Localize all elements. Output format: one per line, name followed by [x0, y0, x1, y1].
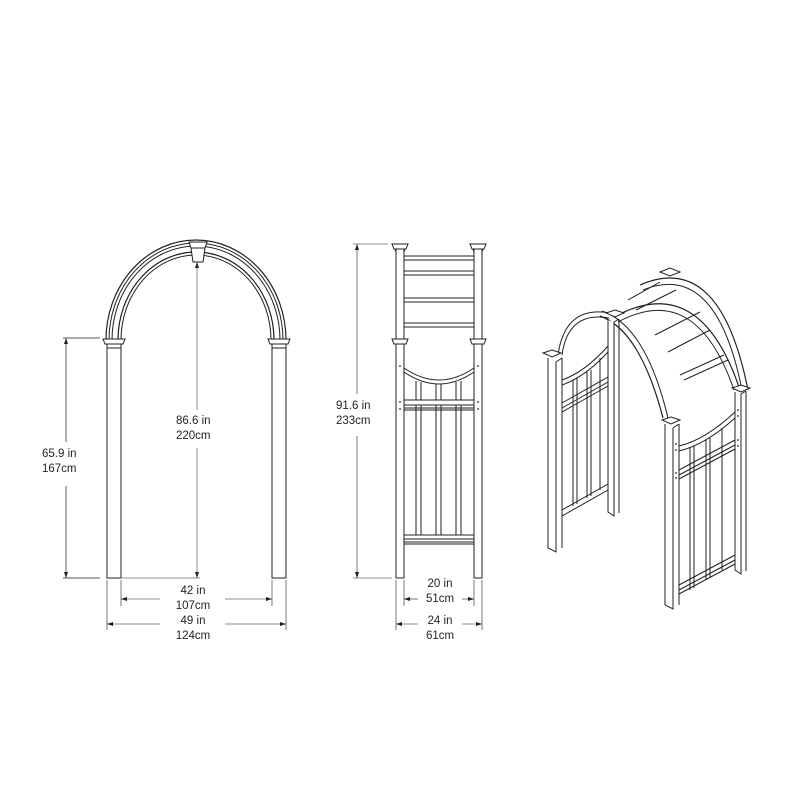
front-outer-width-imperial: 49 in: [173, 614, 213, 629]
front-outer-width-metric: 124cm: [173, 629, 213, 644]
front-inner-width-metric: 107cm: [173, 599, 213, 614]
side-outer-depth-imperial: 24 in: [423, 614, 457, 629]
side-inner-depth-metric: 51cm: [423, 592, 457, 607]
side-view: [353, 243, 487, 630]
side-outer-depth-label: 24 in 61cm: [423, 614, 457, 644]
front-post-height-label: 65.9 in 167cm: [40, 447, 79, 477]
front-view: [63, 239, 291, 630]
front-inner-width-imperial: 42 in: [173, 584, 213, 599]
side-inner-depth-label: 20 in 51cm: [423, 577, 457, 607]
side-total-height-metric: 233cm: [334, 414, 373, 429]
isometric-view: [541, 267, 752, 610]
side-outer-depth-metric: 61cm: [423, 629, 457, 644]
side-total-height-imperial: 91.6 in: [334, 399, 373, 414]
front-total-height-imperial: 86.6 in: [174, 414, 213, 429]
front-total-height-label: 86.6 in 220cm: [174, 414, 213, 444]
front-post-height-metric: 167cm: [40, 462, 79, 477]
front-inner-width-label: 42 in 107cm: [173, 584, 213, 614]
side-inner-depth-imperial: 20 in: [423, 577, 457, 592]
front-post-height-imperial: 65.9 in: [40, 447, 79, 462]
front-total-height-metric: 220cm: [174, 429, 213, 444]
front-outer-width-label: 49 in 124cm: [173, 614, 213, 644]
side-total-height-label: 91.6 in 233cm: [334, 399, 373, 429]
